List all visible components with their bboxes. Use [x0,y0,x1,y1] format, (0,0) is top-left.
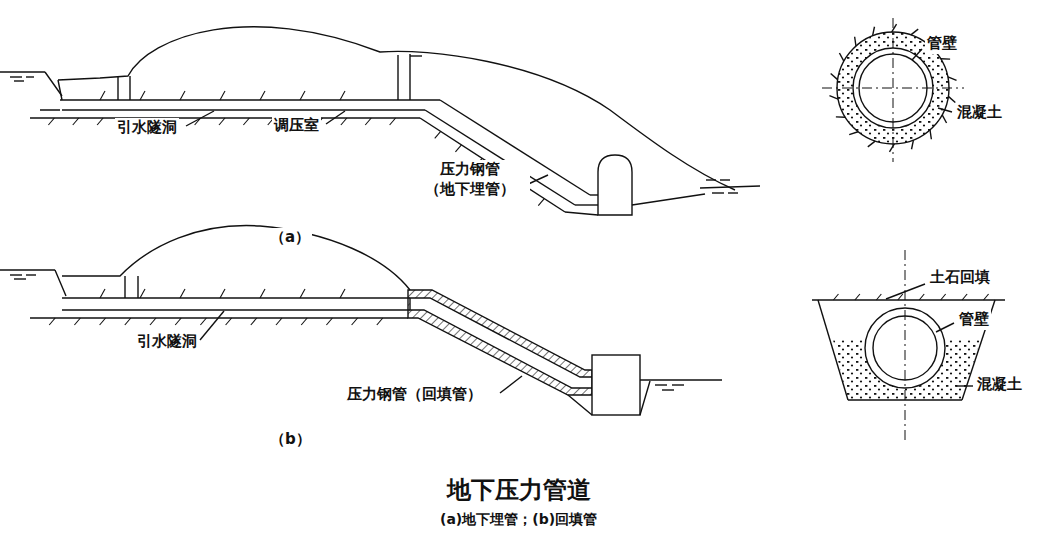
hatch-stroke [48,118,54,125]
rock-tick [948,77,957,80]
hatch-stroke [125,318,131,325]
hatch-stroke [340,289,345,298]
rock-tick [829,96,838,99]
part-label: 压力钢管 （地下埋管） [410,160,530,199]
hatch-stroke [180,91,185,100]
hatch-stroke [377,318,383,325]
rock-tick [836,116,845,118]
diagram-b [0,226,722,415]
hatch-stroke [195,118,201,125]
hatch-stroke [100,289,105,298]
rock-tick [892,24,897,32]
hatch-stroke [220,91,225,100]
hatch-stroke [251,318,257,325]
hatch-stroke [276,318,282,325]
rock-tick [873,27,875,36]
section-a [822,18,964,162]
hatch-stroke [219,118,225,125]
ground-hatching [48,91,988,325]
hatch-stroke [962,294,967,300]
rock-tick [849,132,858,135]
part-label: 调压室 [272,116,321,136]
hatch-stroke [300,289,305,298]
hatch-stroke [140,91,145,100]
hatch-stroke [73,118,79,125]
rock-tick [941,58,950,60]
diagram-title: 地下压力管道 [447,476,591,505]
rock-tick [855,37,856,46]
part-label: 引水隧洞 [115,118,179,138]
rock-tick [930,130,931,139]
hatch-stroke [97,118,103,125]
hatch-stroke [898,294,903,300]
hatch-stroke [220,289,225,298]
part-label: 管壁 [957,310,991,330]
hatch-stroke [919,294,924,300]
hatch-stroke [341,118,347,125]
hatch-stroke [226,318,232,325]
hatch-stroke [200,318,206,325]
hatch-stroke [243,118,249,125]
part-label: 管壁 [925,34,959,54]
part-label: 混凝土 [975,375,1024,395]
hatch-stroke [455,145,461,152]
hatch-stroke [300,91,305,100]
rock-tick [911,29,918,35]
hatch-stroke [435,131,441,138]
hatch-stroke [538,199,544,206]
rock-tick [889,144,894,152]
hatch-stroke [100,91,105,100]
part-label: （b） [268,430,313,450]
hatch-stroke [150,318,156,325]
hatch-stroke [365,118,371,125]
rock-tick [942,115,946,123]
rock-tick [948,96,955,102]
part-label: 混凝土 [955,103,1004,123]
rock-tick [831,73,838,79]
figure-caption: (a)地下埋管；(b)回填管 [440,511,597,528]
hatch-stroke [984,294,989,300]
part-label: 土石回填 [928,268,992,288]
rock-tick [868,141,875,147]
hatch-stroke [301,318,307,325]
section-b [812,250,1005,440]
hatch-stroke [340,91,345,100]
part-label: （a） [268,228,312,248]
hatch-stroke [74,318,80,325]
hatch-stroke [876,294,881,300]
hatch-stroke [941,294,946,300]
hatch-stroke [180,289,185,298]
hatch-stroke [260,289,265,298]
diagram-a [0,27,760,215]
hatch-stroke [140,289,145,298]
hatch-stroke [100,318,106,325]
part-label: 引水隧洞 [135,332,199,352]
hatch-stroke [390,118,396,125]
rock-tick [912,140,914,149]
hatch-stroke [175,318,181,325]
part-label: 压力钢管（回填管） [345,385,484,405]
hatch-stroke [833,294,838,300]
hatch-stroke [326,318,332,325]
hatch-stroke [260,91,265,100]
hatch-stroke [855,294,860,300]
rock-tick [839,53,843,61]
hatch-stroke [352,318,358,325]
hatch-stroke [49,318,55,325]
